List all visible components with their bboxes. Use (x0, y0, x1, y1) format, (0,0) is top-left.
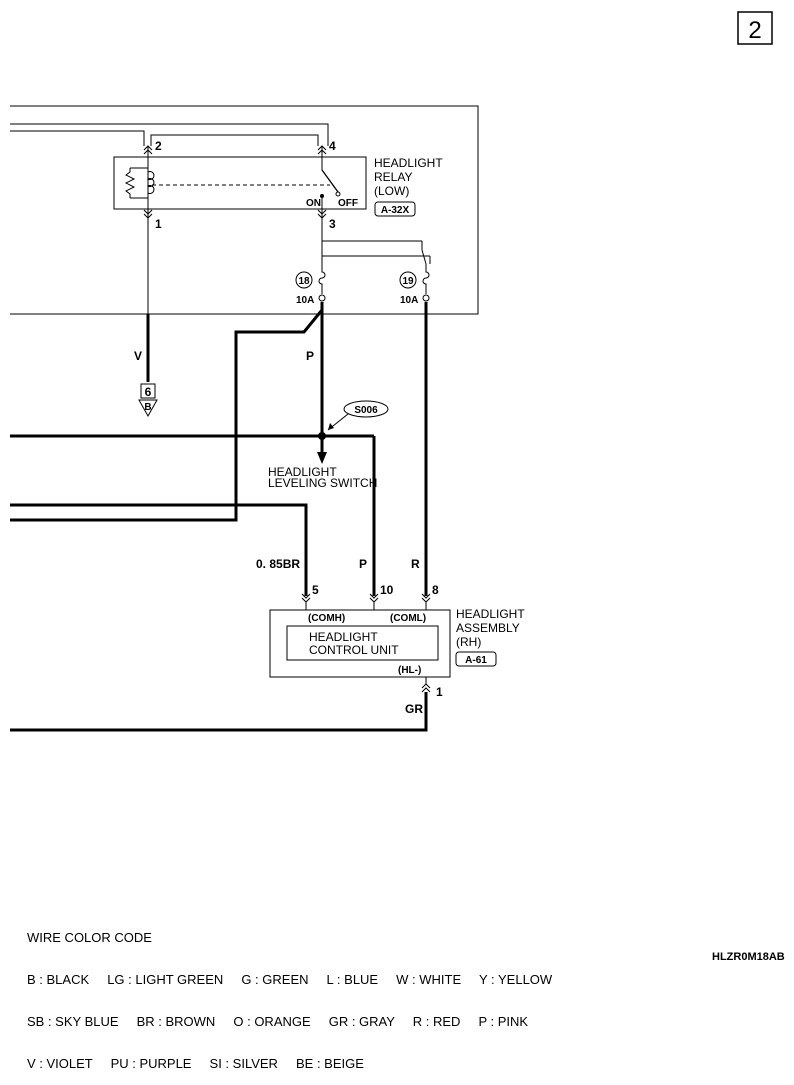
relay-name-line1: HEADLIGHT (374, 156, 443, 170)
assembly-pin-8: 8 (432, 583, 439, 597)
relay-coil (146, 171, 155, 194)
relay-connector-box (374, 201, 416, 217)
relay-pin-4: 4 (329, 139, 336, 153)
feed-wire-a (10, 123, 329, 146)
relay-switch-arm (321, 169, 339, 193)
legend-row: SB : SKY BLUE BR : BROWN O : ORANGE GR :… (27, 1014, 529, 1029)
relay-on-label: ON (306, 198, 321, 209)
assembly-pin-10: 10 (380, 583, 394, 597)
assembly-name-line3: (RH) (456, 635, 481, 649)
feed-wire-c (150, 134, 319, 146)
page-number-box (737, 11, 773, 45)
wire-gr-label: GR (405, 702, 423, 716)
page-number: 2 (748, 17, 761, 44)
assembly-name-line2: ASSEMBLY (456, 621, 520, 635)
splice-dot (318, 432, 326, 440)
splice-label: S006 (354, 405, 378, 416)
assembly-pin-5: 5 (312, 583, 319, 597)
drawing-code: HLZR0M18AB (712, 951, 785, 963)
relay-connector: A-32X (381, 205, 410, 216)
wire-br (10, 503, 308, 596)
wire-r-label: R (411, 557, 420, 571)
assembly-coml: (COML) (390, 613, 426, 624)
legend-title: WIRE COLOR CODE (27, 930, 152, 945)
fuse-19-rating: 10A (400, 295, 418, 306)
wire-v-label: V (134, 349, 142, 363)
fuse-19-symbol (422, 264, 430, 294)
legend-row: B : BLACK LG : LIGHT GREEN G : GREEN L :… (27, 972, 553, 987)
leveling-switch-line1: HEADLIGHT (268, 465, 337, 479)
wire-p-right-label: P (359, 557, 367, 571)
wiring-diagram: 2 2 4 1 3 ON OFF HEADLIGHT RELAY (LOW) A… (10, 11, 773, 732)
fuse-box-outline (10, 105, 479, 315)
wire-br-label: 0. 85BR (256, 557, 300, 571)
ground-ref-bottom: B (144, 402, 151, 413)
relay-name-line2: RELAY (374, 170, 412, 184)
relay-name-line3: (LOW) (374, 184, 409, 198)
relay-off-label: OFF (338, 198, 358, 209)
feed-wire-b (10, 130, 145, 146)
fuse-18-circle (295, 271, 313, 289)
leveling-switch-line2: LEVELING SWITCH (268, 476, 377, 490)
assembly-pin-1: 1 (436, 685, 443, 699)
relay-pin-1: 1 (155, 217, 162, 231)
relay-body (113, 156, 367, 210)
assembly-hl: (HL-) (398, 665, 421, 676)
wire-p-left-label: P (306, 349, 314, 363)
fuse-18-number: 18 (298, 276, 310, 287)
wire-color-legend: WIRE COLOR CODE B : BLACK LG : LIGHT GRE… (27, 903, 552, 1085)
fuse-19-number: 19 (402, 276, 414, 287)
ground-ref-box (140, 383, 156, 399)
wire-br-branch (10, 309, 324, 522)
control-unit-box (286, 625, 439, 661)
wire-p-arrow (317, 452, 327, 464)
fuse-18-rating: 10A (296, 295, 314, 306)
control-unit-line2: CONTROL UNIT (309, 643, 399, 657)
resistor-symbol (124, 168, 136, 198)
relay-pin-3: 3 (329, 217, 336, 231)
relay-pin-2: 2 (155, 139, 162, 153)
ground-ref-top: 6 (145, 385, 152, 399)
assembly-connector-box (455, 651, 497, 667)
splice-callout (343, 400, 389, 418)
assembly-body (269, 609, 451, 678)
control-unit-line1: HEADLIGHT (309, 630, 378, 644)
fuse-18-symbol (318, 264, 326, 294)
assembly-connector: A-61 (465, 655, 487, 666)
ground-ref-arrow (138, 399, 158, 418)
assembly-comh: (COMH) (308, 613, 345, 624)
assembly-name-line1: HEADLIGHT (456, 607, 525, 621)
legend-row: V : VIOLET PU : PURPLE SI : SILVER BE : … (27, 1056, 364, 1071)
wire-gr (10, 692, 428, 732)
fuse-19-circle (399, 271, 417, 289)
